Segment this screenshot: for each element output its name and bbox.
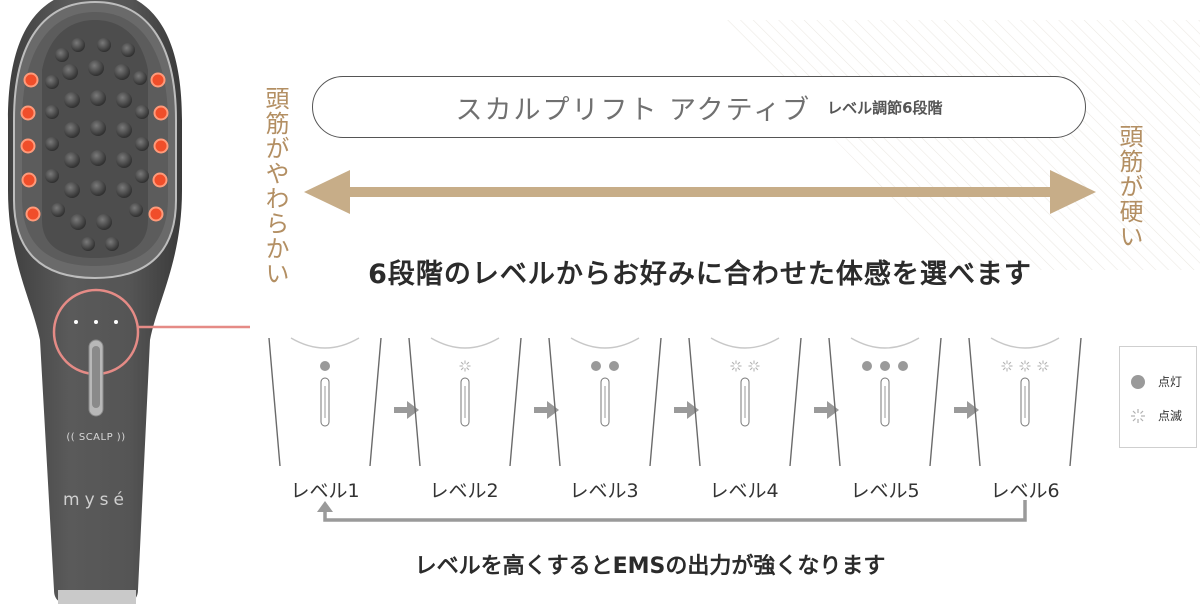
headline: 6段階のレベルからお好みに合わせた体感を選べます [368, 259, 1032, 290]
scalp-button-label: (( SCALP )) [66, 432, 126, 443]
next-arrow-icon [814, 401, 839, 419]
blink-dot-icon [730, 360, 742, 372]
blink-dot-icon [1131, 408, 1145, 423]
solid-dot-icon [609, 361, 619, 371]
level-label-6: レベル6 [990, 480, 1060, 502]
range-double-arrow [304, 170, 1096, 214]
device-illustration [8, 0, 250, 604]
level-label-2: レベル2 [429, 480, 499, 502]
hatch-background [720, 20, 1200, 270]
next-arrow-icon [394, 401, 419, 419]
blink-dot-icon [1037, 360, 1049, 372]
product-title-pill: スカルプリフト アクティブ レベル調節6段階 [312, 76, 1086, 138]
next-arrow-icon [534, 401, 559, 419]
solid-dot-icon [1131, 374, 1145, 389]
level-device-4 [688, 337, 802, 467]
solid-dot-icon [862, 361, 872, 371]
pill-subtitle: レベル調節6段階 [827, 98, 943, 117]
level-device-1 [268, 337, 382, 467]
level-device-3 [548, 337, 662, 467]
level-diagram [268, 337, 1082, 522]
level-label-4: レベル4 [709, 480, 779, 502]
level-label-3: レベル3 [569, 480, 639, 502]
legend-solid-label: 点灯 [1158, 375, 1183, 389]
legend-box: 点灯 点滅 [1119, 346, 1197, 448]
right-label-hard: 頭筋が硬い [1115, 124, 1143, 249]
pill-title: スカルプリフト アクティブ [455, 94, 812, 126]
left-label-soft: 頭筋がやわらかい [261, 86, 289, 286]
return-arrow [317, 500, 1027, 522]
level-device-2 [408, 337, 522, 467]
brand-logo-text: mysé [63, 490, 129, 510]
next-arrow-icon [954, 401, 979, 419]
next-arrow-icon [674, 401, 699, 419]
blink-dot-icon [748, 360, 760, 372]
level-device-5 [828, 337, 942, 467]
red-led-lights [20, 72, 169, 222]
legend-blink: 点滅 [1130, 407, 1182, 424]
blink-dot-icon [1019, 360, 1031, 372]
level-label-5: レベル5 [850, 480, 920, 502]
blink-dot-icon [1001, 360, 1013, 372]
brush-pins [45, 38, 149, 251]
level-device-6 [968, 337, 1082, 467]
solid-dot-icon [880, 361, 890, 371]
solid-dot-icon [320, 361, 330, 371]
level-label-1: レベル1 [290, 480, 360, 502]
footer-note: レベルを高くするとEMSの出力が強くなります [414, 554, 886, 579]
solid-dot-icon [591, 361, 601, 371]
blink-dot-icon [459, 360, 471, 372]
legend-blink-label: 点滅 [1158, 409, 1183, 423]
solid-dot-icon [898, 361, 908, 371]
legend-solid: 点灯 [1130, 373, 1182, 390]
